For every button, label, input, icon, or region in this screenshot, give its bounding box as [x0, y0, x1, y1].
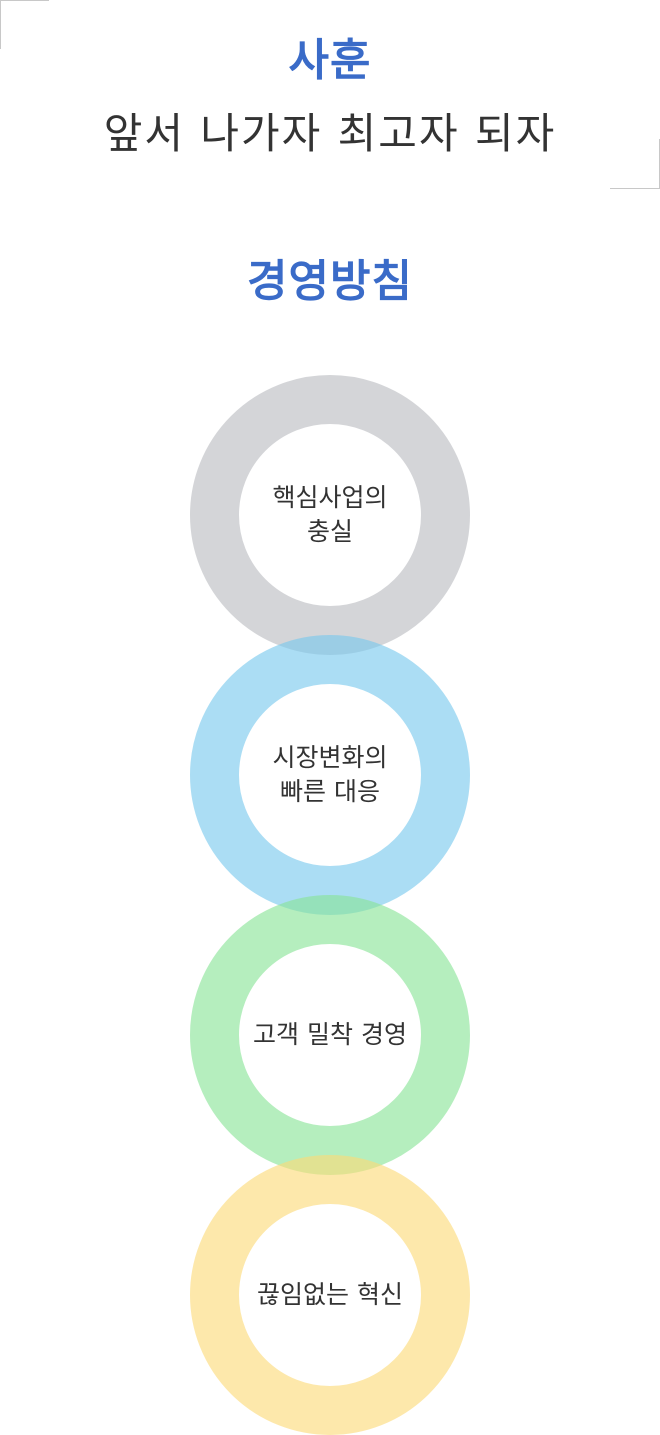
policy-item-label: 시장변화의 빠른 대응 [272, 743, 388, 806]
policy-item-core-business: 핵심사업의 충실 [190, 375, 470, 655]
corner-frame-bottom-right [610, 188, 660, 189]
policy-item-label: 핵심사업의 충실 [272, 483, 388, 546]
policy-title: 경영방침 [247, 256, 413, 307]
motto-title: 사훈 [288, 35, 372, 86]
policy-item-label: 끊임없는 혁신 [257, 1280, 403, 1309]
policy-item-innovation: 끊임없는 혁신 [190, 1155, 470, 1435]
corner-frame-top-left-vertical [0, 0, 1, 49]
corner-frame-top-left [0, 0, 49, 1]
motto-text: 앞서 나가자 최고자 되자 [103, 109, 557, 158]
policy-item-label: 고객 밀착 경영 [253, 1020, 407, 1049]
policy-item-customer-focus: 고객 밀착 경영 [190, 895, 470, 1175]
policy-item-market-response: 시장변화의 빠른 대응 [190, 635, 470, 915]
